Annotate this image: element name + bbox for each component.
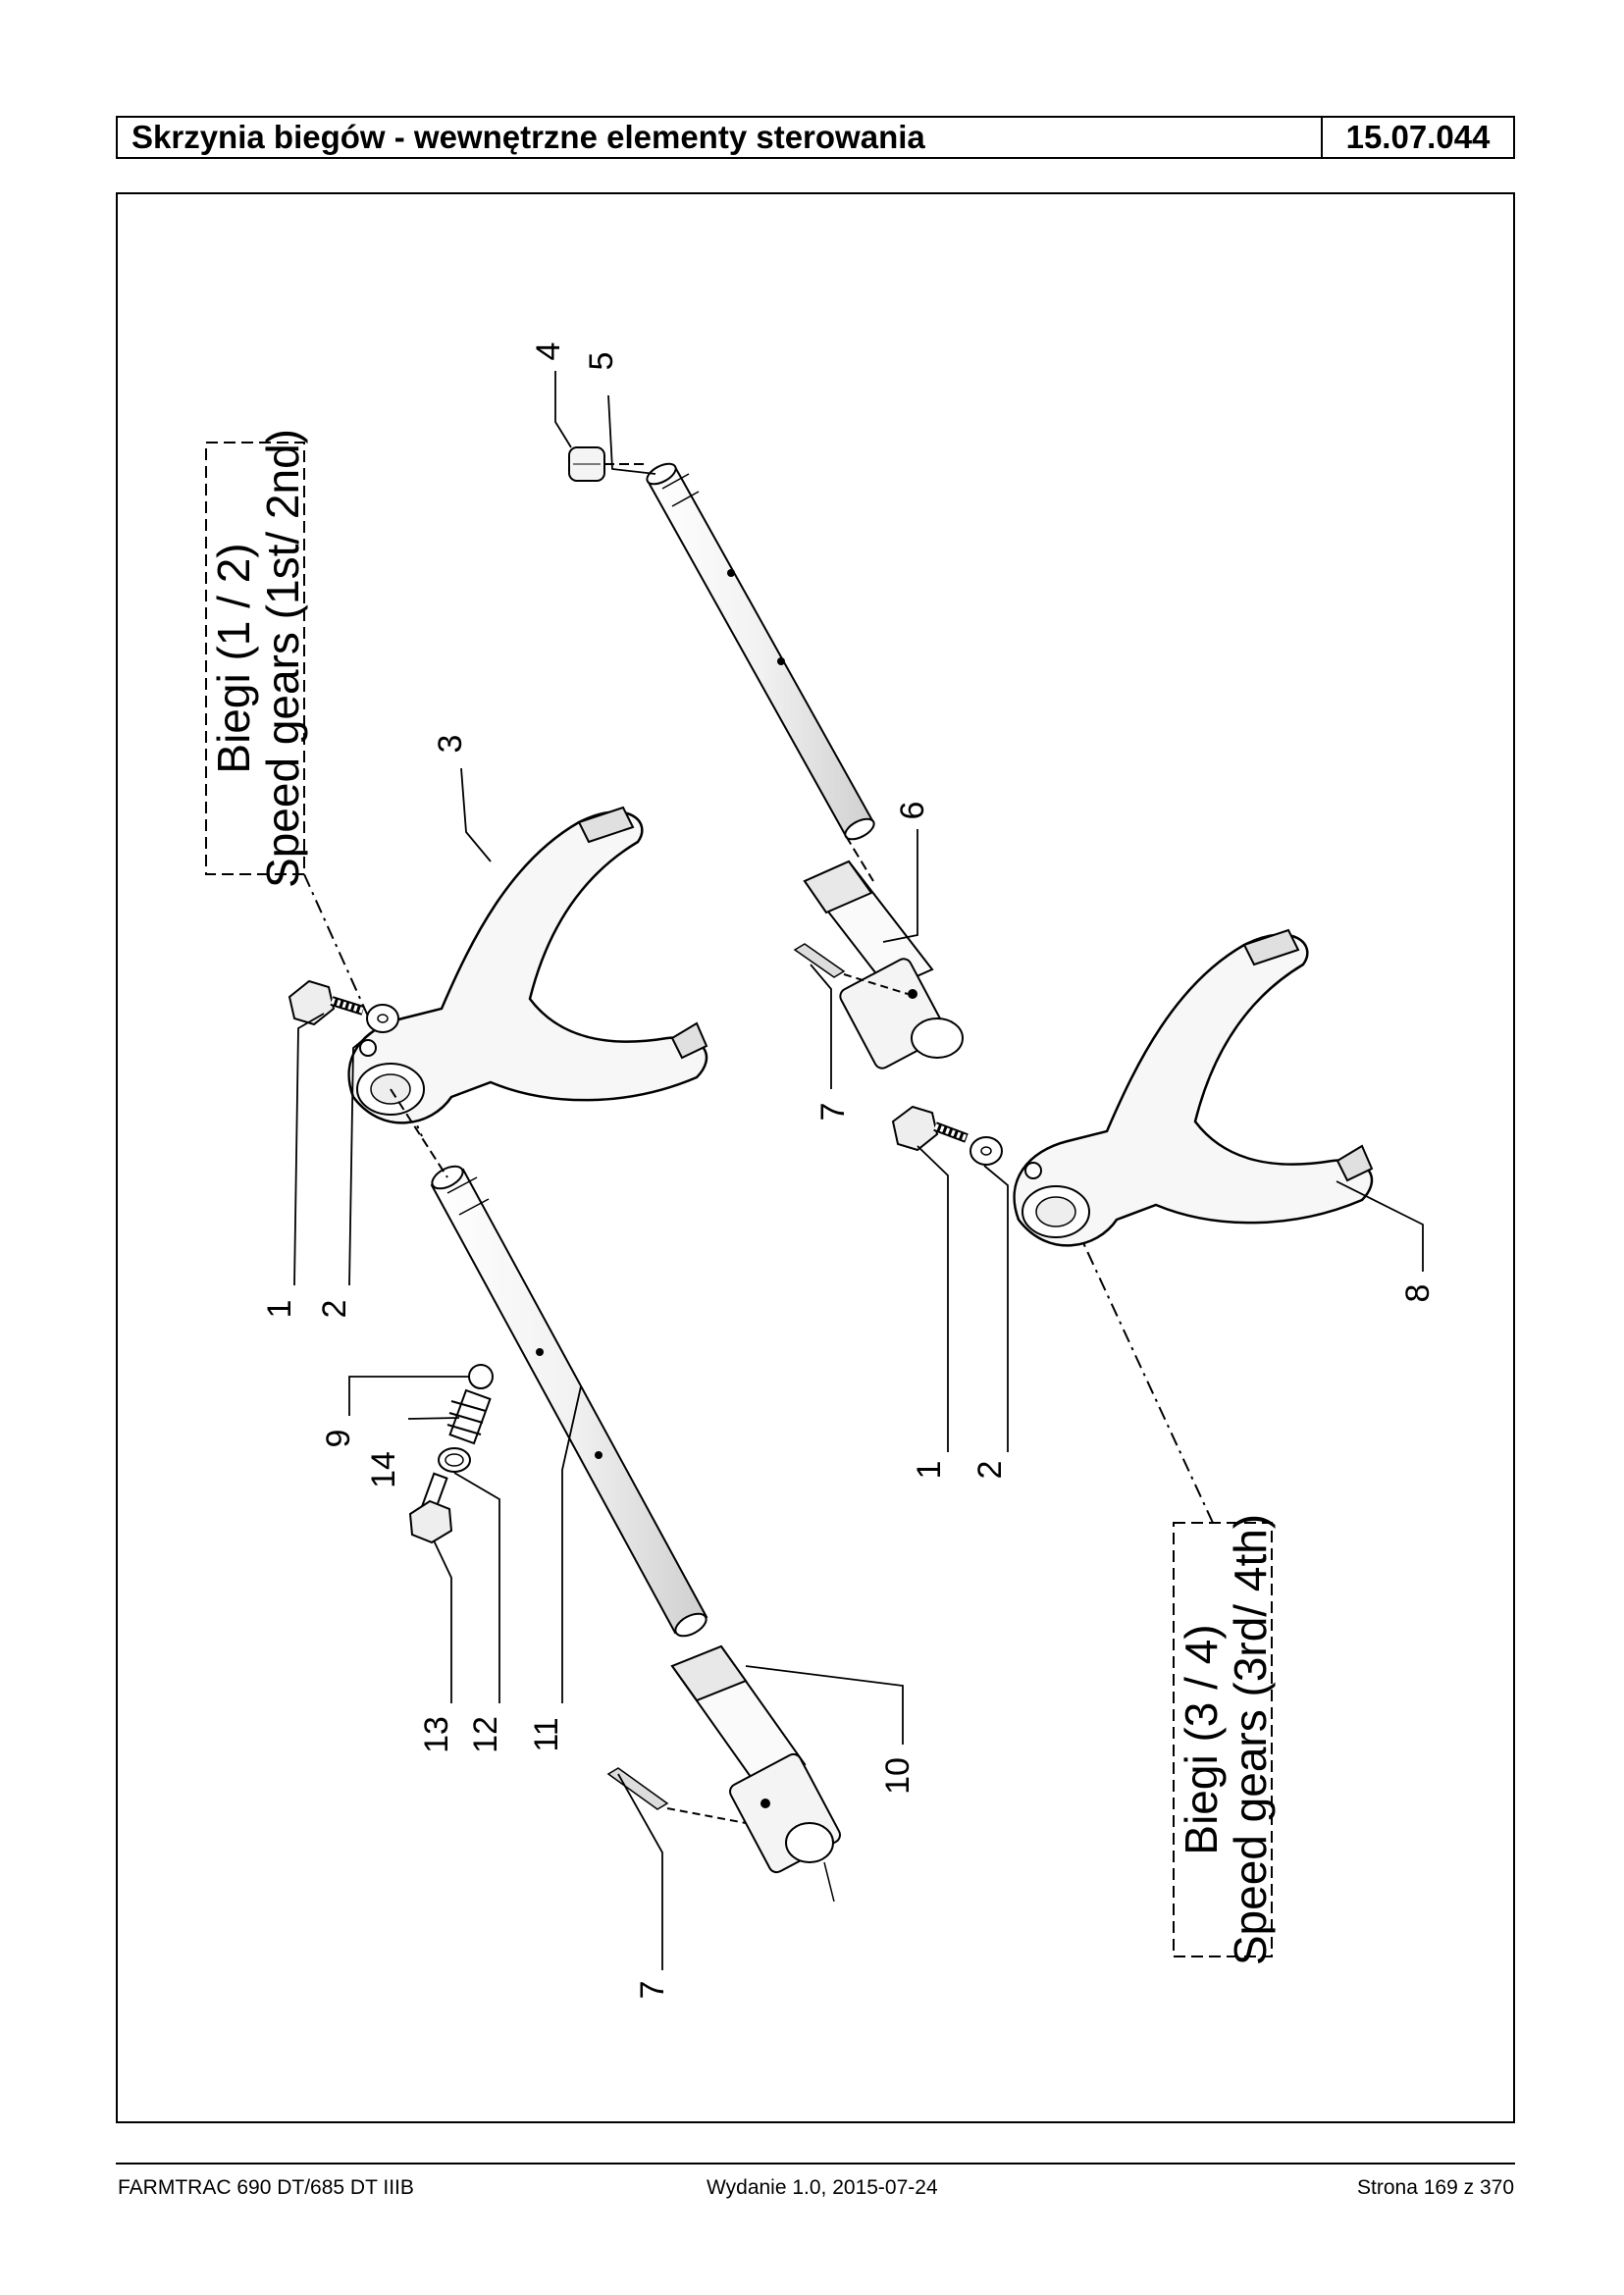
- plug-part-4: [568, 446, 648, 482]
- group-leader-3-4: [1078, 1233, 1214, 1524]
- section-code: 15.07.044: [1345, 119, 1491, 155]
- callout-6: 6: [894, 802, 931, 820]
- callout-7-lower: 7: [634, 1981, 671, 2000]
- pin-part-7-lower: [606, 1767, 747, 1824]
- group-label-3-4-line1: Biegi (3 / 4): [1176, 1624, 1227, 1854]
- ball-part-9: [468, 1364, 494, 1389]
- shift-rod-lower: [390, 1088, 708, 1638]
- callout-8: 8: [1399, 1284, 1437, 1303]
- callout-11: 11: [528, 1717, 565, 1751]
- page-title: Skrzynia biegów - wewnętrzne elementy st…: [118, 118, 1323, 157]
- footer-rule: [116, 2163, 1515, 2165]
- bolt-part-1-lower: [891, 1105, 969, 1152]
- group-label-3-4-line2: Speed gears (3rd/ 4th): [1225, 1514, 1276, 1965]
- callout-1-upper: 1: [261, 1300, 298, 1319]
- footer-edition: Wydanie 1.0, 2015-07-24: [707, 2176, 938, 2199]
- group-label-1-2-line1: Biegi (1 / 2): [208, 543, 259, 773]
- footer-model: FARMTRAC 690 DT/685 DT IIIB: [118, 2176, 414, 2199]
- bolt-part-1-upper: [288, 979, 365, 1026]
- callout-12: 12: [467, 1716, 504, 1753]
- group-label-1-2-line2: Speed gears (1st/ 2nd): [257, 429, 308, 888]
- shift-fork-part-8: [1013, 928, 1374, 1247]
- spring-part-14: [446, 1388, 492, 1445]
- shift-rod-upper: [646, 462, 875, 841]
- callout-4: 4: [530, 342, 567, 361]
- callout-2-upper: 2: [316, 1300, 353, 1319]
- callout-14: 14: [365, 1451, 402, 1488]
- callout-1-lower: 1: [911, 1461, 948, 1480]
- shift-block-part-10: [670, 1644, 841, 1903]
- figure-frame: Biegi (1 / 2) Speed gears (1st/ 2nd) Bie…: [116, 192, 1515, 2123]
- callout-3: 3: [432, 735, 469, 754]
- washer-part-2-lower: [969, 1136, 1003, 1166]
- callout-2-lower: 2: [971, 1461, 1009, 1480]
- exploded-parts-diagram: Biegi (1 / 2) Speed gears (1st/ 2nd) Bie…: [205, 342, 1437, 2000]
- callout-10: 10: [879, 1757, 917, 1795]
- callout-13: 13: [418, 1716, 455, 1753]
- pin-part-7-upper: [793, 943, 909, 995]
- group-label-1-2: Biegi (1 / 2) Speed gears (1st/ 2nd): [208, 429, 308, 888]
- page-header: Skrzynia biegów - wewnętrzne elementy st…: [116, 116, 1515, 159]
- callout-5: 5: [583, 352, 620, 371]
- callout-7-upper: 7: [814, 1103, 852, 1121]
- footer-page-number: Strona 169 z 370: [1357, 2176, 1514, 2199]
- screw-part-13: [408, 1472, 453, 1544]
- shift-block-part-6: [803, 835, 964, 1069]
- washer-part-2-upper: [366, 1004, 399, 1033]
- washer-part-12: [438, 1447, 471, 1473]
- leader-lines: [293, 371, 1424, 1970]
- group-label-3-4: Biegi (3 / 4) Speed gears (3rd/ 4th): [1176, 1514, 1276, 1965]
- callout-9: 9: [320, 1430, 357, 1448]
- shift-fork-part-3: [347, 806, 708, 1124]
